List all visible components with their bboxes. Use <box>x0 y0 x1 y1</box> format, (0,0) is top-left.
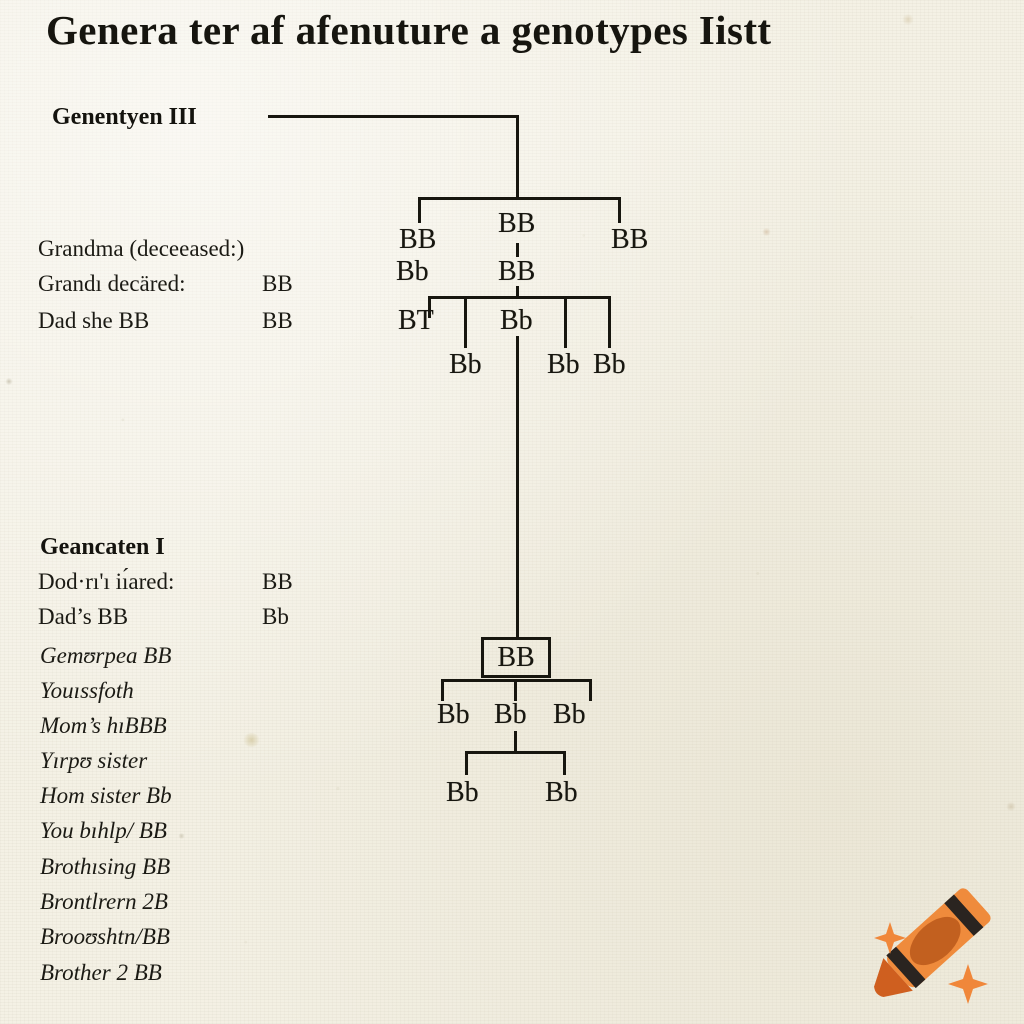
pedigree-upper-drop-1-2 <box>428 296 431 318</box>
pedigree-upper-drop-4-2 <box>608 296 611 348</box>
genotype-upper-r4-c1: Bb <box>449 349 482 380</box>
label-row-8: Brothısing BB <box>40 854 171 879</box>
pedigree-upper-sibship-bar-1 <box>418 197 621 200</box>
genotype-lower-child-2: Bb <box>494 699 527 730</box>
label-row-9: Brontlrern 2B <box>40 889 168 914</box>
pedigree-upper-drop-3-2 <box>564 296 567 348</box>
pedigree-upper-mating-tick-1 <box>516 243 519 257</box>
pedigree-trunk-line <box>516 336 519 637</box>
genotype-lower-grandchild-1: Bb <box>446 777 479 808</box>
pedigree-lower-drop-2 <box>514 679 517 701</box>
label-row-1: Dad’s BB <box>38 604 129 629</box>
pedigree-lower-gc-drop-1 <box>465 751 468 775</box>
pedigree-lower-gc-drop-2 <box>563 751 566 775</box>
label-row-2: Gemʊrpea BB <box>40 643 172 668</box>
genotype-upper-r2-c2: BB <box>498 256 536 287</box>
pedigree-upper-sibship-bar-2 <box>428 296 611 299</box>
genotype-upper-r1-c2: BB <box>498 208 536 239</box>
pedigree-lower-drop-1 <box>441 679 444 701</box>
label-row-5: Yırpʊ sister <box>40 748 148 773</box>
label-row-0: Dod·rı'ı iı́ared: <box>38 569 175 594</box>
pedigree-upper-drop-2-2 <box>464 296 467 348</box>
sparkle-icon <box>874 922 906 954</box>
label-row-7: You bıhlp/ BB <box>40 818 167 843</box>
generation-upper-leader-line <box>268 115 519 118</box>
pedigree-lower-drop-3 <box>589 679 592 701</box>
paper-foxing-spot <box>902 14 914 25</box>
genotype-upper-r3-c1: BT <box>398 305 434 336</box>
label-row-10: Brooʊshtn/BB <box>40 924 170 949</box>
genotype-upper-r1-c1: BB <box>399 224 437 255</box>
genotype-lower-child-3: Bb <box>553 699 586 730</box>
paper-foxing-spot <box>762 228 771 236</box>
label-row-dad: Dad she BB <box>38 308 150 333</box>
generation-lower-heading: Geancaten I <box>40 534 165 560</box>
label-row-3: Youıssfoth <box>40 678 134 703</box>
genotype-upper-r3-c2: Bb <box>500 305 533 336</box>
genotype-upper-r4-c3: Bb <box>593 349 626 380</box>
value-row-1: Bb <box>262 604 289 629</box>
label-row-grandma: Grandma (deceeased:) <box>38 236 245 261</box>
paper-foxing-spot <box>243 733 260 747</box>
label-row-6: Hom sister Bb <box>40 783 172 808</box>
pedigree-lower-sibship-bar-2 <box>465 751 566 754</box>
value-row-0: BB <box>262 569 293 594</box>
generation-upper-leader-drop <box>516 115 519 200</box>
crayon-icon <box>874 888 991 1004</box>
paper-foxing-spot <box>5 378 13 385</box>
sparkle-icon <box>948 964 988 1004</box>
value-row-dad: BB <box>262 308 293 333</box>
paper-foxing-spot <box>1006 802 1016 811</box>
label-row-grandparent: Grandı decäred: <box>38 271 186 296</box>
genotype-lower-child-1: Bb <box>437 699 470 730</box>
pedigree-upper-mating-tick-2 <box>516 286 519 298</box>
pedigree-upper-drop-left-1 <box>418 197 421 223</box>
genotype-proband: BB <box>497 642 535 673</box>
genotype-upper-r2-c1: Bb <box>396 256 429 287</box>
genotype-upper-r4-c2: Bb <box>547 349 580 380</box>
proband-genotype-box: BB <box>481 637 551 678</box>
pedigree-lower-mating-tick <box>514 731 517 752</box>
pedigree-upper-drop-right-1 <box>618 197 621 223</box>
generation-upper-heading: Genentyen III <box>52 104 197 130</box>
label-row-4: Mom’s hıBBB <box>40 713 167 738</box>
paper-foxing-spot <box>178 833 185 839</box>
genotype-lower-grandchild-2: Bb <box>545 777 578 808</box>
value-row-grandparent: BB <box>262 271 293 296</box>
label-row-11: Brother 2 BB <box>40 960 162 985</box>
page-title: Genera ter af afenuture a genotypes Iist… <box>46 7 772 53</box>
genotype-upper-r1-c3: BB <box>611 224 649 255</box>
